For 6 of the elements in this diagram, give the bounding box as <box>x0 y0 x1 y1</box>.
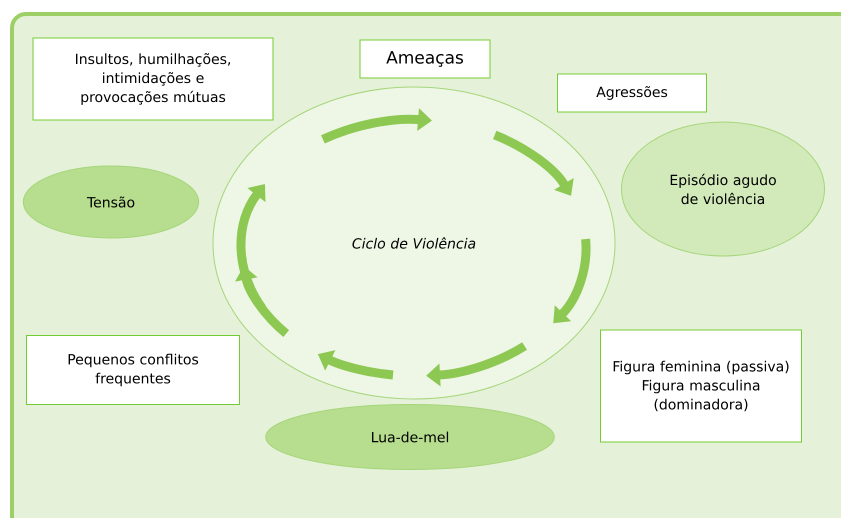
text-box: Insultos, humilhações, intimidações e provocações mútuas <box>32 38 274 120</box>
text-box: Figura feminina (passiva) Figura masculina (dominadora) <box>600 330 802 442</box>
cycle-label: Ciclo de Violência <box>352 237 476 249</box>
text-box: Agressões <box>557 74 707 112</box>
text-box: Pequenos conflitos frequentes <box>26 335 240 405</box>
text-box: Ameaças <box>360 40 490 78</box>
